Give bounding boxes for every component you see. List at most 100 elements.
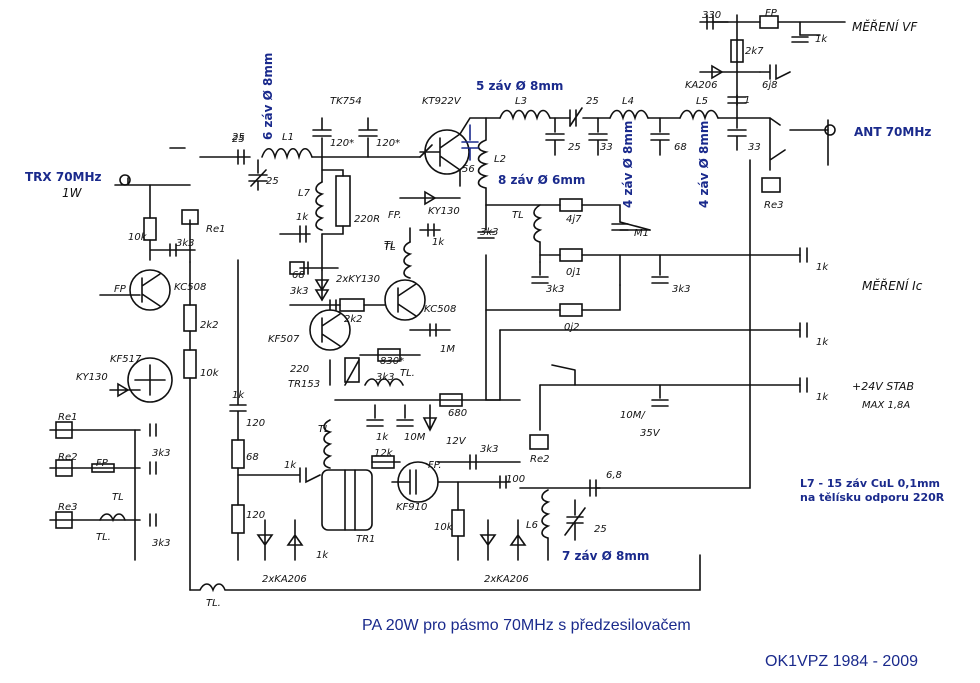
- component-label-c-3k3-c: 3k3: [672, 284, 691, 295]
- component-label-q-kt922v: KT922V: [422, 96, 462, 107]
- component-label-tl-bottom: TL.: [206, 598, 221, 609]
- component-label-r-680: 680: [448, 408, 467, 419]
- component-label-r-0j1: 0j1: [566, 267, 582, 278]
- component-label-r-120b: 120: [246, 510, 265, 521]
- component-label-d-12v: 12V: [446, 436, 467, 447]
- component-label-re1b: Re1: [58, 412, 77, 423]
- component-label-d-2xka206-a: 2xKA206: [262, 574, 307, 585]
- component-label-tl-left3: TL.: [96, 532, 111, 543]
- component-label-r-3k3-pot: 3k3: [376, 372, 395, 383]
- component-label-fp-left: FP: [114, 284, 127, 295]
- component-label-c-3k3-g: 3k3: [152, 538, 171, 549]
- component-label-l-l1: L1: [282, 132, 294, 143]
- component-label-r-220r: 220R: [354, 214, 380, 225]
- note-line-2: na tělísku odporu 220R: [800, 491, 945, 504]
- component-label-tl-mid: TL: [384, 240, 396, 251]
- component-label-re2: Re2: [530, 454, 549, 465]
- component-label-d-ka206-top: KA206: [685, 80, 718, 91]
- component-label-d-2xky130: 2xKY130: [336, 274, 380, 285]
- component-label-c-1k-r3: 1k: [816, 392, 829, 403]
- component-label-fp-left2: FP: [96, 458, 109, 469]
- component-label-c-1k-low4: 1k: [316, 550, 329, 561]
- port-trx-power: 1W: [62, 186, 83, 200]
- component-label-c-3k3-d: 3k3: [290, 286, 309, 297]
- component-label-c-25-trim: 25: [266, 176, 279, 187]
- component-label-l-l6: L6: [526, 520, 538, 531]
- component-label-r-68-low: 68: [246, 452, 259, 463]
- component-label-c-1k-vf: 1k: [815, 34, 828, 45]
- component-label-re3b: Re3: [58, 502, 77, 513]
- component-label-c-3k3-h: 3k3: [480, 444, 499, 455]
- component-label-c-1m: 1M: [440, 344, 455, 355]
- coil-l3-spec: 5 záv Ø 8mm: [476, 79, 563, 93]
- component-label-c-1k-mid: 1k: [432, 237, 445, 248]
- coil-l2-spec: 8 záv Ø 6mm: [498, 173, 585, 187]
- port-trx: TRX 70MHz: [25, 170, 102, 184]
- component-label-r-2k2-left: 2k2: [200, 320, 219, 331]
- component-label-c-3k3-a: 3k3: [480, 227, 499, 238]
- component-label-l-l2: L2: [494, 154, 506, 165]
- component-label-r-tr153: TR153: [288, 379, 320, 390]
- component-label-c-330: 330: [702, 10, 721, 21]
- component-label-q-kf507: KF507: [268, 334, 300, 345]
- component-label-d-tk754: TK754: [330, 96, 362, 107]
- diagram-title: PA 20W pro pásmo 70MHz s předzesilovačem: [362, 617, 691, 634]
- component-label-tl-mid2: TL: [512, 210, 524, 221]
- component-label-c-1k-low: 1k: [232, 390, 245, 401]
- component-label-c-120a: 120*: [330, 138, 354, 149]
- component-label-c-120b: 120*: [376, 138, 400, 149]
- component-label-l-4j7: 4j7: [566, 214, 582, 225]
- component-label-l-l5: L5: [696, 96, 708, 107]
- component-label-r-2k2-mid: 2k2: [344, 314, 363, 325]
- component-label-c-25-l4: 25: [586, 96, 599, 107]
- component-label-tl-left2: TL: [112, 492, 124, 503]
- component-label-c-m1: M1: [634, 228, 649, 239]
- component-label-c-56: 56: [462, 164, 475, 175]
- coil-l6-spec: 7 záv Ø 8mm: [562, 549, 649, 563]
- component-label-l-l4: L4: [622, 96, 634, 107]
- component-label-q-kc508-mid: KC508: [424, 304, 456, 315]
- component-label-c-3k3-f: 3k3: [152, 448, 171, 459]
- component-label-l-l7: L7: [298, 188, 311, 199]
- component-label-tl-left1: TL: [384, 242, 396, 253]
- component-label-c-6j8: 6j8: [762, 80, 778, 91]
- component-label-re2b: Re2: [58, 452, 77, 463]
- component-label-c-6-8: 6,8: [606, 470, 622, 481]
- component-label-q-kc508-left: KC508: [174, 282, 206, 293]
- component-label-r-2k7: 2k7: [745, 46, 764, 57]
- component-label-d-2xka206-b: 2xKA206: [484, 574, 529, 585]
- component-label-c-1-top: 1: [744, 95, 750, 106]
- component-label-r-830: 830*: [380, 356, 404, 367]
- component-label-c-1k-l7: 1k: [296, 212, 309, 223]
- component-label-tl-mid3: TL.: [400, 368, 415, 379]
- coil-l4-spec: 4 záv Ø 8mm: [621, 121, 635, 208]
- component-label-fp-top: FP: [765, 8, 778, 19]
- component-label-fp-mid: FP.: [388, 210, 402, 221]
- component-label-c-35v: 35V: [640, 428, 661, 439]
- port-mereni-ic: MĚŘENÍ Ic: [862, 278, 923, 293]
- note-line-1: L7 - 15 záv CuL 0,1mm: [800, 477, 940, 490]
- port-supply-max: MAX 1,8A: [862, 400, 910, 411]
- component-label-c-25-sw: 25: [232, 134, 245, 145]
- component-label-d-ky130-mid: KY130: [428, 206, 460, 217]
- component-label-c-1k-low3: 1k: [376, 432, 389, 443]
- component-label-d-ky130-left: KY130: [76, 372, 108, 383]
- component-label-tl-low: TL: [318, 424, 330, 435]
- component-label-r-12k: 12k: [374, 448, 394, 459]
- component-label-r-68-top: 68: [292, 270, 305, 281]
- component-label-c-10m-35v: 10M/: [620, 410, 646, 421]
- component-label-r-10k-left2: 10k: [200, 368, 220, 379]
- component-label-c-3k3-e: 3k3: [176, 238, 195, 249]
- diagram-credit: OK1VPZ 1984 - 2009: [765, 653, 918, 670]
- component-label-c-25-l1: 25: [232, 132, 245, 143]
- component-label-r-10k-low: 10k: [434, 522, 454, 533]
- component-label-c-3k3-b: 3k3: [546, 284, 565, 295]
- port-ant: ANT 70MHz: [854, 125, 931, 139]
- component-label-c-1k-r: 1k: [816, 262, 829, 273]
- component-label-r-220: 220: [290, 364, 309, 375]
- component-label-c-1k-low2: 1k: [284, 460, 297, 471]
- component-label-r-0j2: 0j2: [564, 322, 580, 333]
